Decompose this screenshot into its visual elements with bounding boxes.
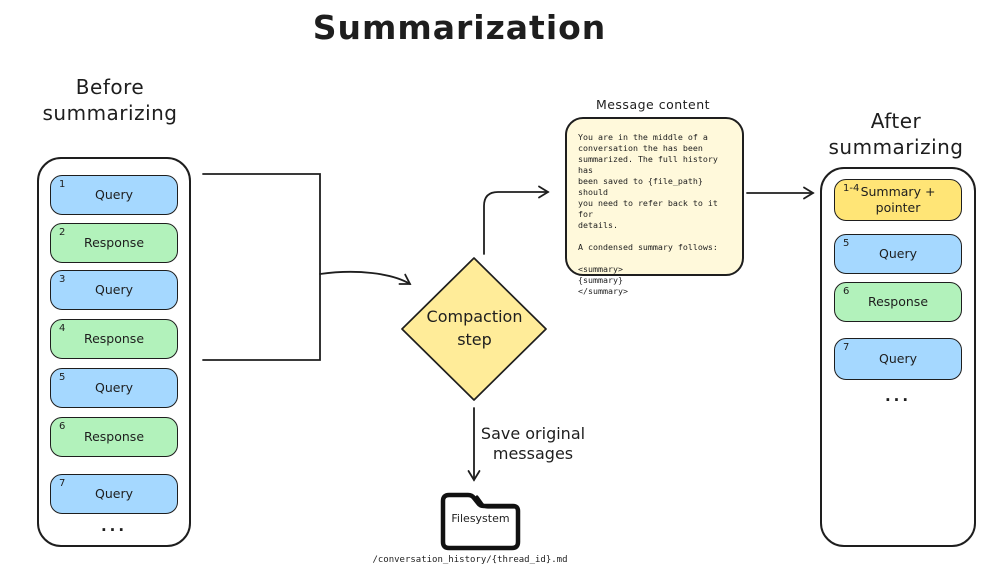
message-item-3: 3 Query — [50, 270, 178, 310]
message-item-7: 7 Query — [50, 474, 178, 514]
message-number: 1 — [59, 179, 66, 190]
message-item-5: 5 Query — [50, 368, 178, 408]
message-label: Query — [879, 246, 917, 262]
filesystem-folder-icon — [440, 492, 521, 551]
message-content-heading: Message content — [595, 97, 711, 112]
after-ellipsis: ... — [884, 387, 912, 405]
message-content-note: You are in the middle of a conversation … — [565, 117, 744, 296]
message-label: Query — [95, 486, 133, 502]
before-ellipsis: ... — [100, 517, 128, 535]
message-label: Query — [879, 351, 917, 367]
arrow-to-compaction — [319, 270, 412, 285]
message-content-body: You are in the middle of a conversation … — [578, 132, 718, 296]
summary-pointer-item: 1-4 Summary + pointer — [834, 179, 962, 221]
bracket-messages-1-4 — [202, 173, 321, 361]
filesystem-label: Filesystem — [451, 512, 510, 525]
message-number: 1-4 — [843, 183, 860, 194]
message-item-5: 5 Query — [834, 234, 962, 274]
message-label: Query — [95, 187, 133, 203]
message-number: 7 — [59, 478, 66, 489]
save-original-messages-label: Save original messages — [480, 424, 586, 463]
message-label: Response — [83, 429, 145, 445]
message-item-7: 7 Query — [834, 338, 962, 380]
message-label: Response — [83, 235, 145, 251]
message-item-2: 2 Response — [50, 223, 178, 263]
before-heading: Before summarizing — [42, 75, 178, 125]
message-number: 5 — [843, 238, 850, 249]
message-number: 6 — [843, 286, 850, 297]
message-label: Query — [95, 380, 133, 396]
message-label: Query — [95, 282, 133, 298]
after-heading: After summarizing — [828, 109, 964, 159]
message-item-4: 4 Response — [50, 319, 178, 359]
message-number: 5 — [59, 372, 66, 383]
message-item-6: 6 Response — [834, 282, 962, 322]
diagram-title: Summarization — [312, 8, 607, 47]
message-label: Response — [83, 331, 145, 347]
message-number: 2 — [59, 227, 66, 238]
message-number: 4 — [59, 323, 66, 334]
after-container: 1-4 Summary + pointer 5 Query 6 Response… — [820, 167, 976, 547]
message-number: 3 — [59, 274, 66, 285]
compaction-step-label: Compaction step — [426, 307, 523, 350]
arrow-compaction-to-message — [483, 185, 550, 255]
message-item-6: 6 Response — [50, 417, 178, 457]
before-container: 1 Query 2 Response 3 Query 4 Response 5 … — [37, 157, 191, 547]
message-item-1: 1 Query — [50, 175, 178, 215]
message-number: 6 — [59, 421, 66, 432]
compaction-diamond — [401, 257, 547, 401]
conversation-history-path: /conversation_history/{thread_id}.md — [372, 555, 568, 565]
message-label: Response — [867, 294, 929, 310]
message-label: Summary + pointer — [860, 184, 936, 215]
message-number: 7 — [843, 342, 850, 353]
